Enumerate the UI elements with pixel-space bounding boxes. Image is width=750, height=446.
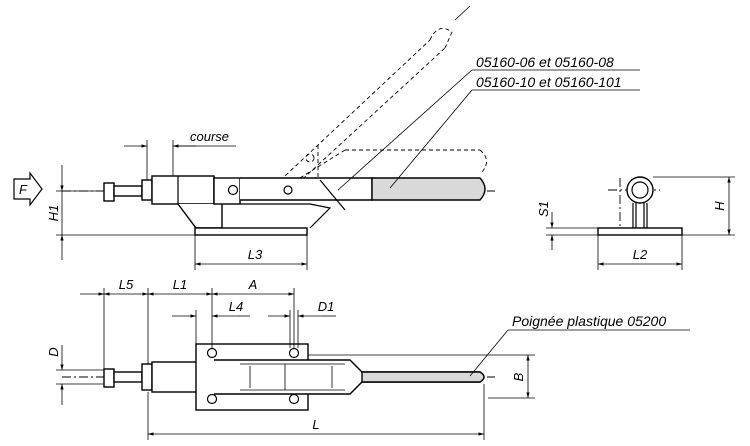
variant-2-label: 05160-10 et 05160-101 — [476, 74, 622, 90]
dim-l4: L4 — [172, 299, 250, 344]
dim-l: L — [147, 384, 485, 440]
handle-callout: Poignée plastique 05200 — [469, 313, 690, 377]
b-label: B — [511, 372, 526, 381]
dim-d: D — [46, 345, 104, 405]
d1-label: D1 — [318, 299, 335, 314]
l2-label: L2 — [633, 247, 648, 262]
d-label: D — [46, 347, 61, 356]
dim-d1: D1 — [268, 299, 336, 348]
handle-grip — [371, 177, 486, 201]
dim-a: A — [212, 277, 295, 348]
l5-label: L5 — [119, 277, 134, 292]
handle-closed-position — [240, 177, 486, 211]
dim-l2: L2 — [597, 235, 683, 270]
top-handle-grip — [361, 371, 485, 383]
l4-label: L4 — [229, 299, 243, 314]
course-label: course — [190, 129, 229, 144]
dim-b: B — [308, 354, 535, 399]
variant-callouts: 05160-06 et 05160-08 05160-10 et 05160-1… — [337, 54, 640, 191]
h1-label: H1 — [46, 205, 61, 222]
dim-course: course — [124, 129, 236, 180]
plunger — [103, 179, 153, 202]
l3-label: L3 — [248, 247, 263, 262]
dim-l5: L5 — [80, 277, 149, 369]
force-label: F — [19, 182, 28, 197]
dim-l3: L3 — [194, 235, 308, 270]
side-view: F H1 course L3 — [13, 5, 640, 270]
end-view: S1 H L2 — [536, 176, 735, 270]
force-arrow: F — [13, 171, 43, 207]
h-label: H — [712, 201, 727, 211]
l-label: L — [312, 417, 319, 432]
dim-h1: H1 — [46, 165, 195, 260]
l1-label: L1 — [173, 277, 187, 292]
dim-l1: L1 — [148, 277, 213, 348]
variant-1-label: 05160-06 et 05160-08 — [476, 54, 614, 70]
dim-h: H — [653, 176, 735, 236]
top-view: D L5 L1 A L4 — [46, 277, 690, 440]
s1-label: S1 — [536, 201, 551, 217]
a-label: A — [248, 277, 258, 292]
dim-s1: S1 — [536, 201, 598, 250]
handle-open-position — [269, 5, 487, 200]
clamp-body — [151, 175, 332, 236]
handle-callout-label: Poignée plastique 05200 — [512, 313, 666, 329]
